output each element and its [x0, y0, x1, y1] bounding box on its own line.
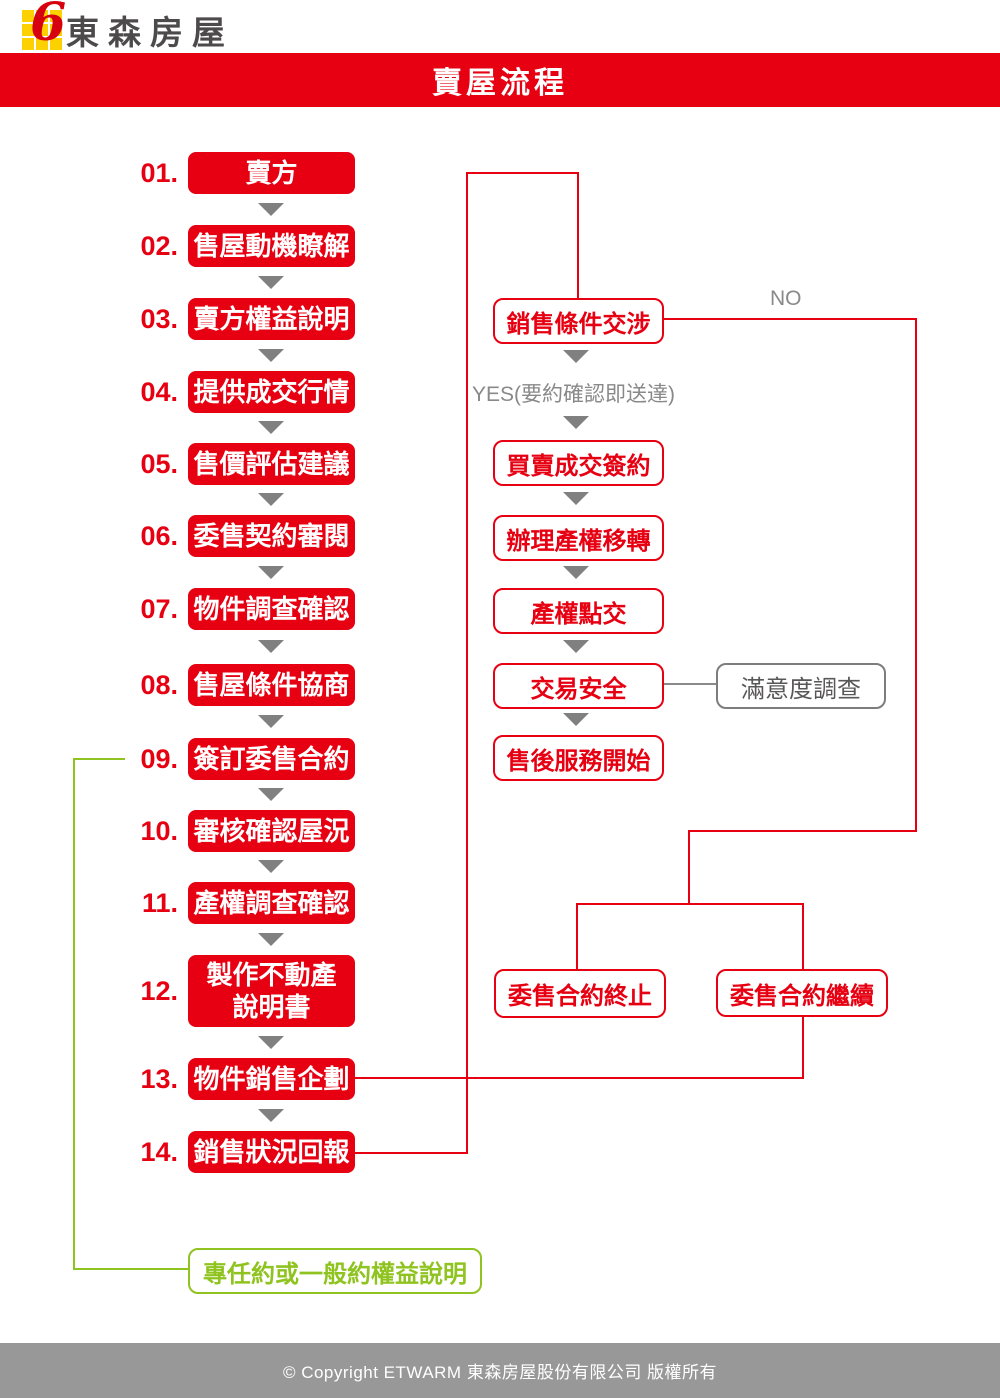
step-number: 07.: [140, 594, 178, 624]
step-number: 10.: [140, 816, 178, 846]
brand-logo-icon: [22, 10, 62, 50]
connector-line: [577, 172, 579, 298]
connector-line: [73, 1268, 190, 1270]
down-arrow-icon: [258, 860, 284, 873]
step-box: 賣方權益說明: [188, 298, 355, 340]
step-number: 13.: [140, 1064, 178, 1094]
connector-line: [466, 172, 468, 1154]
down-arrow-icon: [258, 348, 284, 362]
down-arrow-icon: [563, 416, 589, 429]
connector-line: [73, 758, 75, 1270]
down-arrow-icon: [258, 1035, 284, 1049]
connector-line: [688, 830, 917, 832]
connector-line: [660, 683, 716, 685]
step-number: 02.: [140, 231, 178, 261]
process-box: 銷售條件交涉: [493, 298, 664, 344]
step-number: 06.: [140, 521, 178, 551]
connector-line: [802, 903, 804, 969]
agreement-note-box: 專任約或一般約權益說明: [188, 1248, 482, 1294]
step-number: 03.: [140, 304, 178, 334]
process-box: 辦理產權移轉: [493, 515, 664, 561]
down-arrow-icon: [258, 275, 284, 289]
step-number: 01.: [140, 158, 178, 188]
step-box: 委售契約審閱: [188, 515, 355, 557]
connector-line: [576, 903, 804, 905]
step-number: 14.: [140, 1137, 178, 1167]
down-arrow-icon: [563, 640, 589, 653]
step-box: 售屋動機瞭解: [188, 225, 355, 267]
step-box: 產權調查確認: [188, 882, 355, 924]
connector-line: [688, 830, 690, 905]
connector-line: [355, 1077, 804, 1079]
step-box: 審核確認屋況: [188, 810, 355, 852]
step-box: 售價評估建議: [188, 443, 355, 485]
down-arrow-icon: [258, 202, 284, 216]
step-number: 04.: [140, 377, 178, 407]
step-number: 05.: [140, 449, 178, 479]
brand-logo-stroke-icon: 6: [30, 0, 67, 53]
step-box: 簽訂委售合約: [188, 738, 355, 780]
connector-line: [660, 318, 917, 320]
down-arrow-icon: [258, 493, 284, 506]
connector-line: [576, 903, 578, 969]
step-box: 製作不動產 說明書: [188, 955, 355, 1027]
down-arrow-icon: [563, 566, 589, 579]
contract-terminate-box: 委售合約終止: [494, 969, 666, 1018]
branch-label-yes: YES(要約確認即送達): [472, 383, 676, 406]
title-banner: 賣屋流程: [0, 53, 1000, 107]
down-arrow-icon: [563, 492, 589, 505]
down-arrow-icon: [258, 565, 284, 579]
down-arrow-icon: [258, 1108, 284, 1122]
connector-line: [915, 318, 917, 832]
copyright-text: © Copyright ETWARM 東森房屋股份有限公司 版權所有: [282, 1363, 718, 1382]
connector-line: [802, 1013, 804, 1079]
step-number: 12.: [140, 976, 178, 1006]
down-arrow-icon: [258, 421, 284, 434]
process-box: 交易安全: [493, 663, 664, 709]
page-title: 賣屋流程: [432, 67, 568, 100]
contract-continue-box: 委售合約繼續: [716, 969, 888, 1017]
connector-line: [355, 1152, 466, 1154]
branch-label-no: NO: [770, 287, 802, 310]
process-box: 買賣成交簽約: [493, 440, 664, 486]
process-box: 售後服務開始: [493, 735, 664, 781]
step-box: 售屋條件協商: [188, 664, 355, 706]
connector-line: [73, 758, 125, 760]
down-arrow-icon: [258, 932, 284, 946]
down-arrow-icon: [258, 788, 284, 801]
down-arrow-icon: [563, 350, 589, 363]
step-number: 11.: [141, 888, 178, 918]
brand-name: 東森房屋: [66, 13, 234, 52]
down-arrow-icon: [258, 640, 284, 653]
step-box: 物件調查確認: [188, 588, 355, 630]
step-box: 銷售狀況回報: [188, 1131, 355, 1173]
process-box: 產權點交: [493, 588, 664, 634]
step-box: 物件銷售企劃: [188, 1058, 355, 1100]
down-arrow-icon: [563, 713, 589, 726]
footer-bar: © Copyright ETWARM 東森房屋股份有限公司 版權所有: [0, 1343, 1000, 1398]
step-number: 09.: [140, 744, 178, 774]
down-arrow-icon: [258, 715, 284, 728]
satisfaction-survey-box: 滿意度調查: [716, 663, 886, 709]
step-number: 08.: [140, 670, 178, 700]
step-box: 賣方: [188, 152, 355, 194]
connector-line: [466, 172, 579, 174]
step-box: 提供成交行情: [188, 371, 355, 413]
